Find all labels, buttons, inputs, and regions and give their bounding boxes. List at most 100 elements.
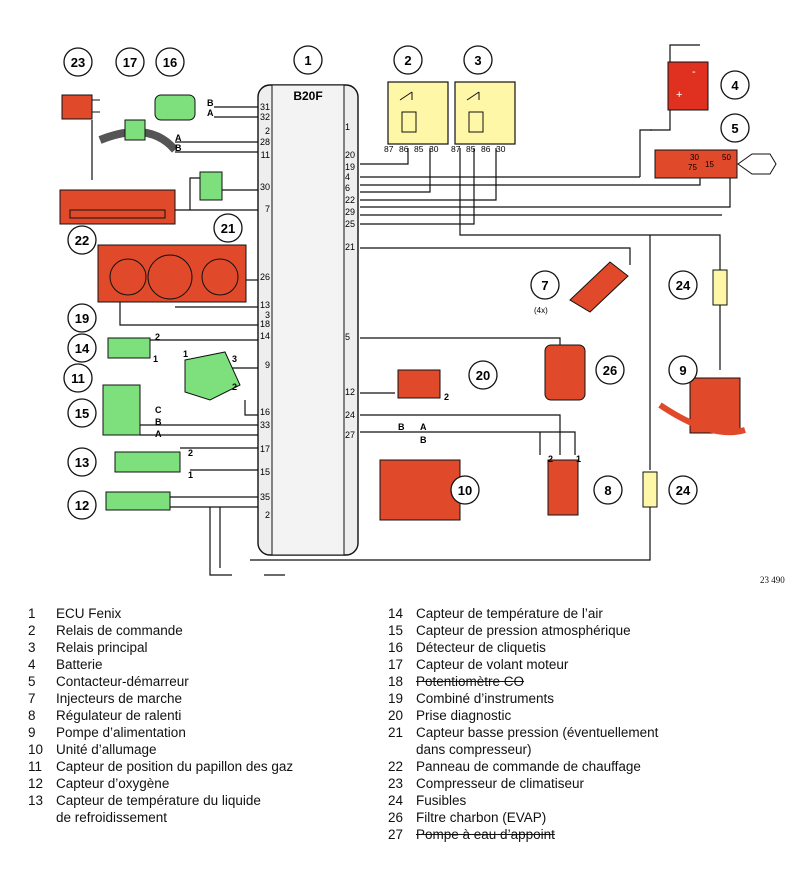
ecu-pin-right-22: 22 bbox=[345, 195, 355, 205]
fuel-pump bbox=[658, 377, 746, 436]
ecu-pin-left-3: 3 bbox=[265, 310, 270, 320]
ecu-pin-right-21: 21 bbox=[345, 242, 355, 252]
callout-number: 9 bbox=[679, 363, 686, 378]
ecu-pin-left-32: 32 bbox=[260, 112, 270, 122]
legend-number: 18 bbox=[388, 674, 404, 689]
callout-number: 5 bbox=[731, 121, 738, 136]
ecu-pin-right-4: 4 bbox=[345, 172, 350, 182]
air-temp-sensor bbox=[107, 337, 151, 359]
legend-number: 16 bbox=[388, 640, 404, 655]
injector bbox=[569, 261, 629, 313]
legend-label: Injecteurs de marche bbox=[56, 691, 183, 706]
callout-number: 3 bbox=[474, 53, 481, 68]
callout-number: 26 bbox=[603, 363, 617, 378]
callout-24: 24 bbox=[668, 270, 698, 300]
idle-regulator bbox=[547, 459, 579, 516]
wire-letter-b4: B bbox=[398, 422, 405, 432]
callout-11: 11 bbox=[63, 363, 93, 393]
callout-number: 11 bbox=[71, 371, 85, 386]
legend-label: dans compresseur) bbox=[416, 742, 532, 757]
legend-number: 20 bbox=[388, 708, 404, 723]
legend-label: Unité d’allumage bbox=[56, 742, 157, 757]
legend-label: Potentiomètre CO bbox=[416, 674, 525, 689]
callout-8: 8 bbox=[593, 475, 623, 505]
wire-letters: B A A B 2 1 1 3 2 C B A 2 1 B A B 2 1 2 bbox=[153, 98, 581, 480]
legend-label: Pompe d’alimentation bbox=[56, 725, 186, 740]
callout-21: 21 bbox=[213, 213, 243, 243]
ecu-pin-right-12: 12 bbox=[345, 387, 355, 397]
legend-number: 2 bbox=[28, 623, 36, 638]
wire-num-1c: 1 bbox=[188, 470, 193, 480]
knock-sensor bbox=[154, 94, 196, 121]
ecu-pin-right-19: 19 bbox=[345, 162, 355, 172]
legend-label: Panneau de commande de chauffage bbox=[416, 759, 641, 774]
legend-label: Contacteur-démarreur bbox=[56, 674, 189, 689]
wire-num-3: 3 bbox=[232, 354, 237, 364]
ignition-switch: 30 50 75 15 bbox=[654, 149, 777, 179]
wire-num-1d: 1 bbox=[576, 454, 581, 464]
wire-num-2c: 2 bbox=[188, 448, 193, 458]
wire-num-2b: 2 bbox=[232, 382, 237, 392]
legend-label: Capteur de pression atmosphérique bbox=[416, 623, 631, 638]
battery: + - bbox=[667, 61, 709, 111]
ecu-pin-right-27: 27 bbox=[345, 430, 355, 440]
callout-number: 19 bbox=[75, 311, 89, 326]
ecu-pin-left-17: 17 bbox=[260, 444, 270, 454]
callout-number: 14 bbox=[75, 341, 90, 356]
ecu-pin-left-33: 33 bbox=[260, 420, 270, 430]
legend-number: 14 bbox=[388, 606, 404, 621]
legend-number: 11 bbox=[28, 759, 43, 774]
legend-number: 4 bbox=[28, 657, 36, 672]
diagnostic-socket bbox=[397, 369, 441, 399]
legend-number: 3 bbox=[28, 640, 36, 655]
callout-13: 13 bbox=[67, 447, 97, 477]
ecu-pin-left-14: 14 bbox=[260, 331, 270, 341]
ecu-pin-left-15: 15 bbox=[260, 467, 270, 477]
wire-letter-a4: A bbox=[420, 422, 427, 432]
legend-label: ECU Fenix bbox=[56, 606, 122, 621]
ecu-pin-left-9: 9 bbox=[265, 360, 270, 370]
ac-compressor bbox=[61, 94, 100, 120]
ecu-pin-left-2: 2 bbox=[265, 126, 270, 136]
ecu-pin-right-20: 20 bbox=[345, 150, 355, 160]
callout-10: 10 bbox=[450, 475, 480, 505]
legend-label: de refroidissement bbox=[56, 810, 168, 825]
legend-label: Prise diagnostic bbox=[416, 708, 512, 723]
callout-3: 3 bbox=[463, 45, 493, 75]
callout-number: 23 bbox=[71, 55, 85, 70]
ecu-pin-right-29: 29 bbox=[345, 207, 355, 217]
ecu-pin-left-13: 13 bbox=[260, 300, 270, 310]
legend-label: Combiné d’instruments bbox=[416, 691, 555, 706]
fuse-upper bbox=[712, 269, 728, 306]
callout-number: 7 bbox=[541, 278, 548, 293]
legend-row: dans compresseur) bbox=[388, 741, 658, 758]
ecu-pin-left-16: 16 bbox=[260, 407, 270, 417]
ecu-pin-left-31: 31 bbox=[260, 102, 270, 112]
fuse-lower bbox=[642, 471, 658, 508]
legend-number: 24 bbox=[388, 793, 404, 808]
relay3-terminal-87: 87 bbox=[451, 144, 461, 154]
relay2-terminal-30: 30 bbox=[429, 144, 439, 154]
legend-number: 17 bbox=[388, 657, 404, 672]
callout-number: 12 bbox=[75, 498, 89, 513]
callout-4: 4 bbox=[720, 70, 750, 100]
callout-number: 15 bbox=[75, 406, 89, 421]
relay2-terminal-87: 87 bbox=[384, 144, 394, 154]
wire-letter-b5: B bbox=[420, 435, 427, 445]
legend-label: Capteur de volant moteur bbox=[416, 657, 569, 672]
ecu-pin-left-2: 2 bbox=[265, 510, 270, 520]
ecu-pin-left-35: 35 bbox=[260, 492, 270, 502]
wire-letter-b3: B bbox=[155, 417, 162, 427]
wire-num-2e: 2 bbox=[444, 392, 449, 402]
